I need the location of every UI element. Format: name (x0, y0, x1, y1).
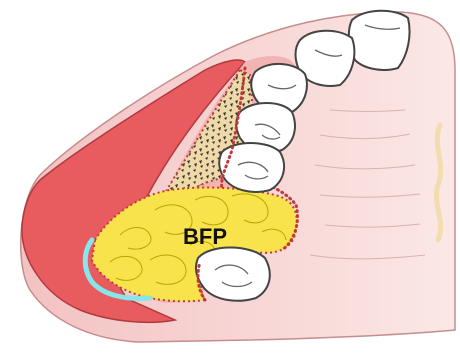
tooth-premolar-2 (219, 143, 284, 192)
bfp-label: BFP (183, 224, 227, 249)
tooth-incisor-1 (349, 11, 410, 70)
